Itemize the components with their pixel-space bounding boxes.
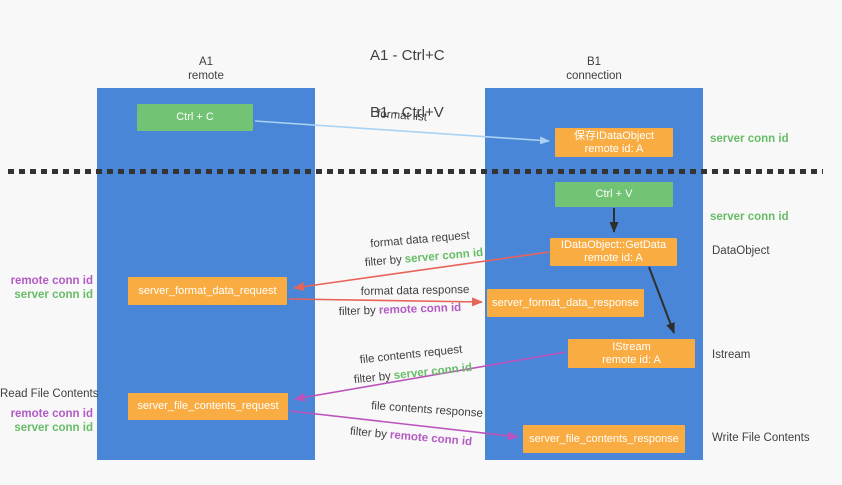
remote-conn-id-text: remote conn id — [378, 301, 462, 317]
label-file-contents-response-text: file contents response — [370, 400, 484, 420]
label-file-contents-request-text: file contents request — [359, 343, 463, 367]
left-label-remote-conn-id-1: remote conn id — [10, 275, 93, 287]
node-ctrl-c-label: Ctrl + C — [176, 111, 214, 123]
node-save-idataobject-line2: remote id: A — [584, 142, 644, 155]
node-file-request-label: server_file_contents_request — [137, 400, 279, 412]
lane-a-header: A1 remote — [97, 55, 315, 83]
left-label-read-file-contents: Read File Contents — [0, 388, 99, 400]
node-ctrl-v-label: Ctrl + V — [595, 188, 633, 200]
label-format-data-request-text: format data request — [369, 229, 471, 251]
node-server-format-data-request: server_format_data_request — [128, 277, 287, 305]
node-server-file-contents-response: server_file_contents_response — [523, 425, 685, 453]
node-file-response-label: server_file_contents_response — [529, 432, 679, 445]
node-save-idataobject: 保存IDataObject remote id: A — [555, 128, 673, 157]
right-label-server-conn-id-2: server conn id — [710, 211, 789, 223]
label-file-contents-response: file contents response — [371, 400, 483, 420]
node-ctrl-v: Ctrl + V — [555, 182, 673, 207]
phase-divider-dotted-line — [8, 169, 823, 174]
node-istream-line2: remote id: A — [602, 353, 661, 366]
diagram-title: A1 - Ctrl+C B1 - Ctrl+V — [370, 8, 445, 160]
node-server-format-data-response: server_format_data_response — [487, 289, 644, 317]
label-file-contents-request: file contents request — [359, 344, 463, 367]
node-format-response-label: server_format_data_response — [492, 296, 639, 309]
filter-by-text: filter by — [353, 370, 392, 387]
label-format-data-response-text: format data response — [360, 284, 470, 298]
filter-by-text: filter by — [349, 425, 388, 441]
title-line-1: A1 - Ctrl+C — [370, 47, 445, 64]
node-getdata-line1: IDataObject::GetData — [560, 239, 667, 251]
node-getdata-line2: remote id: A — [584, 252, 643, 264]
server-conn-id-text: server conn id — [393, 361, 473, 382]
node-istream-line1: IStream — [612, 340, 651, 353]
lane-a-subtitle: remote — [188, 70, 224, 82]
left-label-server-conn-id-2: server conn id — [14, 422, 93, 434]
lane-b-subtitle: connection — [566, 70, 622, 82]
filter-by-text: filter by — [338, 304, 377, 319]
lane-a-title: A1 — [198, 56, 214, 68]
right-label-istream: Istream — [712, 349, 751, 361]
label-format-data-response: format data response — [361, 284, 470, 298]
left-label-remote-conn-id-2: remote conn id — [10, 408, 93, 420]
node-istream: IStream remote id: A — [568, 339, 695, 368]
right-label-write-file-contents: Write File Contents — [712, 432, 810, 444]
filter-by-text: filter by — [364, 253, 403, 270]
right-label-dataobject: DataObject — [712, 245, 770, 257]
server-conn-id-text: server conn id — [404, 246, 484, 266]
title-line-2: B1 - Ctrl+V — [370, 104, 444, 121]
remote-conn-id-text: remote conn id — [389, 429, 473, 449]
node-save-idataobject-line1: 保存IDataObject — [573, 129, 655, 142]
left-label-server-conn-id-1: server conn id — [14, 289, 93, 301]
node-server-file-contents-request: server_file_contents_request — [128, 393, 288, 420]
label-format-data-request: format data request — [370, 230, 470, 251]
lane-b-header: B1 connection — [485, 55, 703, 83]
lane-b-title: B1 — [586, 56, 602, 68]
node-ctrl-c: Ctrl + C — [137, 104, 253, 131]
node-idataobject-getdata: IDataObject::GetData remote id: A — [550, 238, 677, 266]
node-format-request-label: server_format_data_request — [138, 284, 277, 297]
right-label-server-conn-id-1: server conn id — [710, 133, 789, 145]
